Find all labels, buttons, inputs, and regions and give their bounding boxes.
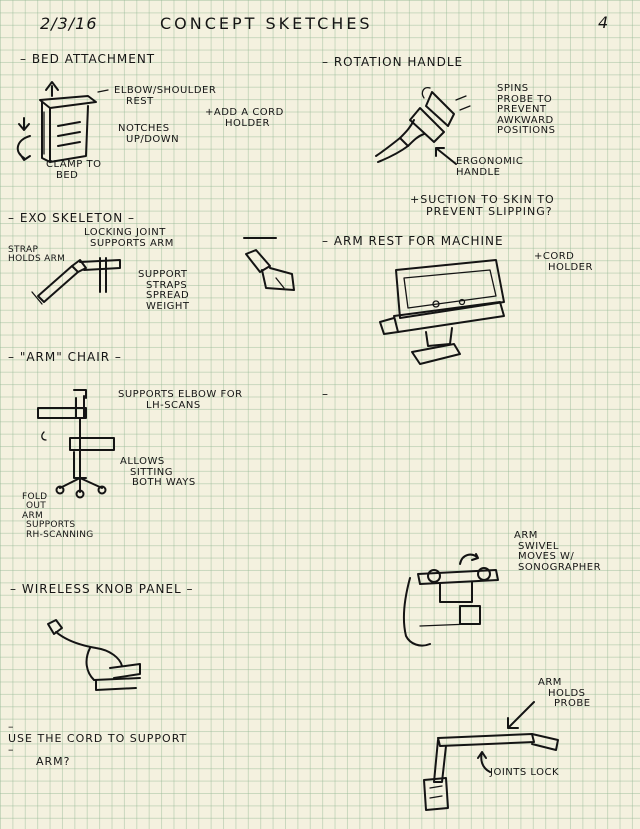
cord-holder-label: +Add a cord holder bbox=[205, 107, 284, 129]
page-number: 4 bbox=[598, 13, 610, 32]
ergonomic-label: Ergonomic Handle bbox=[456, 156, 524, 178]
arm-chair-heading: – "Arm" Chair – bbox=[8, 350, 122, 364]
arm-chair-sketch bbox=[37, 389, 115, 499]
arm-rest-sketch bbox=[379, 259, 505, 365]
bed-attachment-heading: – Bed Attachment bbox=[20, 52, 156, 66]
bed-attachment-heading-text: Bed Attachment bbox=[31, 52, 156, 66]
spins-label: Spins Probe to Prevent Awkward Positions bbox=[497, 83, 556, 136]
exo-skeleton-heading: – Exo Skeleton – bbox=[8, 211, 136, 225]
arm-holds-label: Arm holds probe bbox=[538, 677, 591, 709]
use-cord-note: – Use the cord to support – arm? bbox=[8, 720, 188, 768]
support-straps-label: Support straps spread weight bbox=[138, 269, 190, 312]
arm-chair-heading-text: "Arm" Chair bbox=[19, 350, 111, 364]
rotation-handle-sketch bbox=[375, 86, 471, 163]
wireless-heading-text: Wireless Knob Panel bbox=[21, 582, 182, 596]
strap-label: Strap holds arm bbox=[8, 245, 66, 265]
fold-out-label: Fold out arm supports RH-scanning bbox=[22, 492, 94, 540]
arm-holds-sketch bbox=[423, 733, 559, 811]
arrow-icon bbox=[435, 147, 457, 165]
rotation-handle-heading-text: Rotation Handle bbox=[333, 55, 464, 69]
clamp-label: Clamp to Bed bbox=[46, 159, 102, 181]
arrow-icon-3 bbox=[477, 751, 491, 773]
joints-lock-label: Joints lock bbox=[490, 767, 560, 778]
arm-swivel-sketch bbox=[402, 553, 499, 647]
exo-skeleton-sketch bbox=[31, 257, 121, 305]
supports-elbow-label: Supports Elbow for LH-scans bbox=[118, 389, 243, 411]
exo-skeleton-heading-text: Exo Skeleton bbox=[19, 211, 124, 225]
notches-label: Notches Up/Down bbox=[118, 123, 180, 145]
elbow-rest-label: Elbow/Shoulder Rest bbox=[114, 85, 217, 107]
suction-note: +Suction to skin to prevent slipping? bbox=[410, 193, 555, 218]
allows-label: Allows sitting both ways bbox=[120, 456, 196, 488]
locking-joint-label: Locking joint supports arm bbox=[84, 227, 174, 249]
page-date: 2/3/16 bbox=[40, 14, 98, 33]
arm-rest-heading: – Arm Rest for Machine bbox=[322, 234, 504, 248]
arm-swivel-label: Arm swivel moves w/ sonographer bbox=[514, 530, 602, 573]
knob-panel-sketch bbox=[47, 619, 141, 691]
dash-marker: – bbox=[322, 387, 329, 401]
exo-side-sketch bbox=[243, 237, 295, 291]
page-title: Concept Sketches bbox=[160, 14, 373, 33]
wireless-heading: – Wireless Knob Panel – bbox=[10, 582, 194, 596]
rotation-handle-heading: – Rotation Handle bbox=[322, 55, 464, 69]
arrow-icon-2 bbox=[507, 701, 535, 729]
cord-holder-label-2: +Cord Holder bbox=[534, 251, 593, 273]
bed-clamp-sketch bbox=[16, 81, 109, 163]
arm-rest-heading-text: Arm Rest for Machine bbox=[333, 234, 504, 248]
